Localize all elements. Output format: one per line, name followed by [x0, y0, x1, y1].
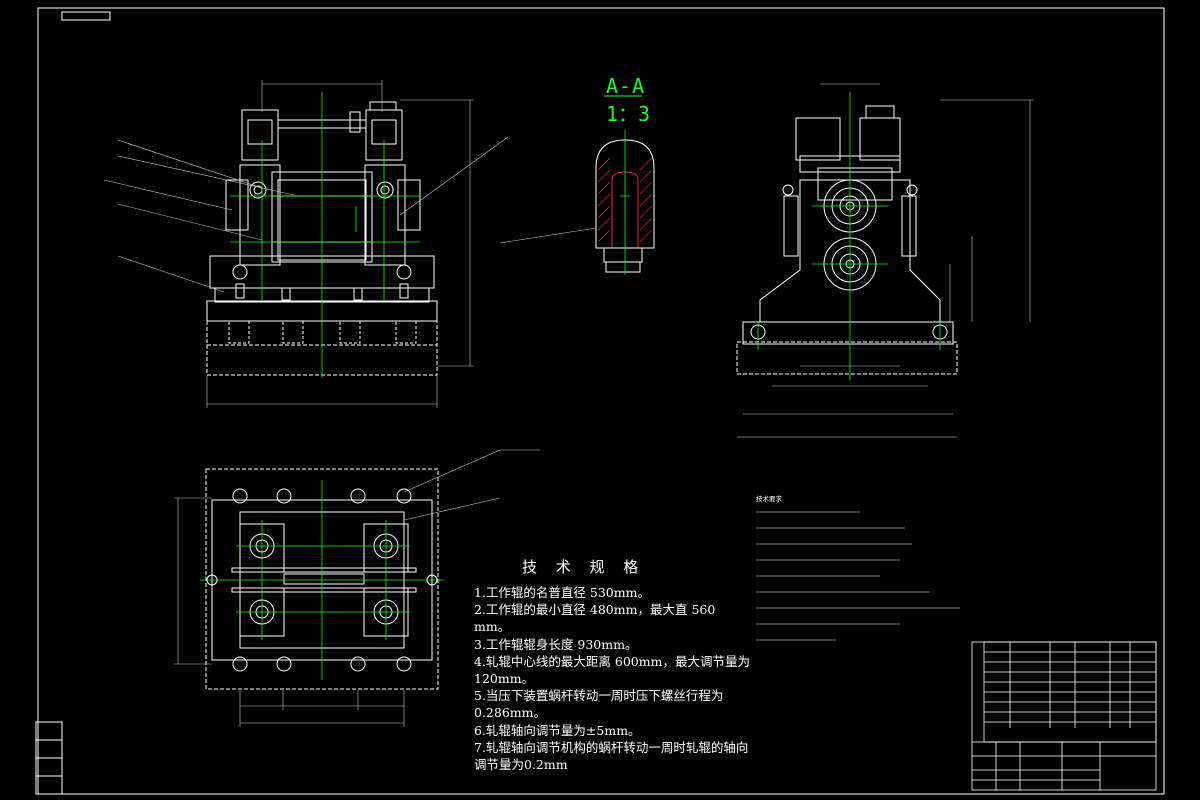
spec-item: 7.轧辊轴向调节机构的蜗杆转动一周时轧辊的轴向调节量为0.2mm [474, 739, 749, 773]
section-a-a [499, 95, 655, 275]
sheet-frame [35, 7, 1165, 795]
spec-item: 2.工作辊的最小直径 480mm，最大直 560 mm。 [474, 602, 716, 635]
specs-list: 1.工作辊的名普直径 530mm。 2.工作辊的最小直径 480mm，最大直 5… [474, 584, 754, 773]
front-view [103, 80, 509, 408]
spec-item: 5.当压下装置蜗杆转动一周时压下螺丝行程为0.286mm。 [474, 688, 724, 721]
specs-title: 技 术 规 格 [522, 558, 646, 576]
notes-title: 技术要求 [756, 495, 782, 503]
side-view [736, 83, 1034, 438]
section-scale: 1：3 [606, 102, 651, 126]
spec-item: 1.工作辊的名普直径 530mm。 [474, 585, 650, 600]
spec-item: 3.工作辊辊身长度 930mm。 [474, 636, 638, 652]
plan-view-centerlines [200, 480, 444, 680]
notes-block [756, 511, 960, 641]
front-view-centerlines [230, 92, 420, 378]
title-block [971, 641, 1157, 791]
spec-item: 6.轧辊轴向调节量为±5mm。 [474, 722, 641, 738]
side-view-centerlines [757, 92, 941, 380]
spec-item: 4.轧辊中心线的最大距离 600mm，最大调节量为120mm。 [474, 653, 750, 687]
section-label: A-A [606, 74, 646, 98]
